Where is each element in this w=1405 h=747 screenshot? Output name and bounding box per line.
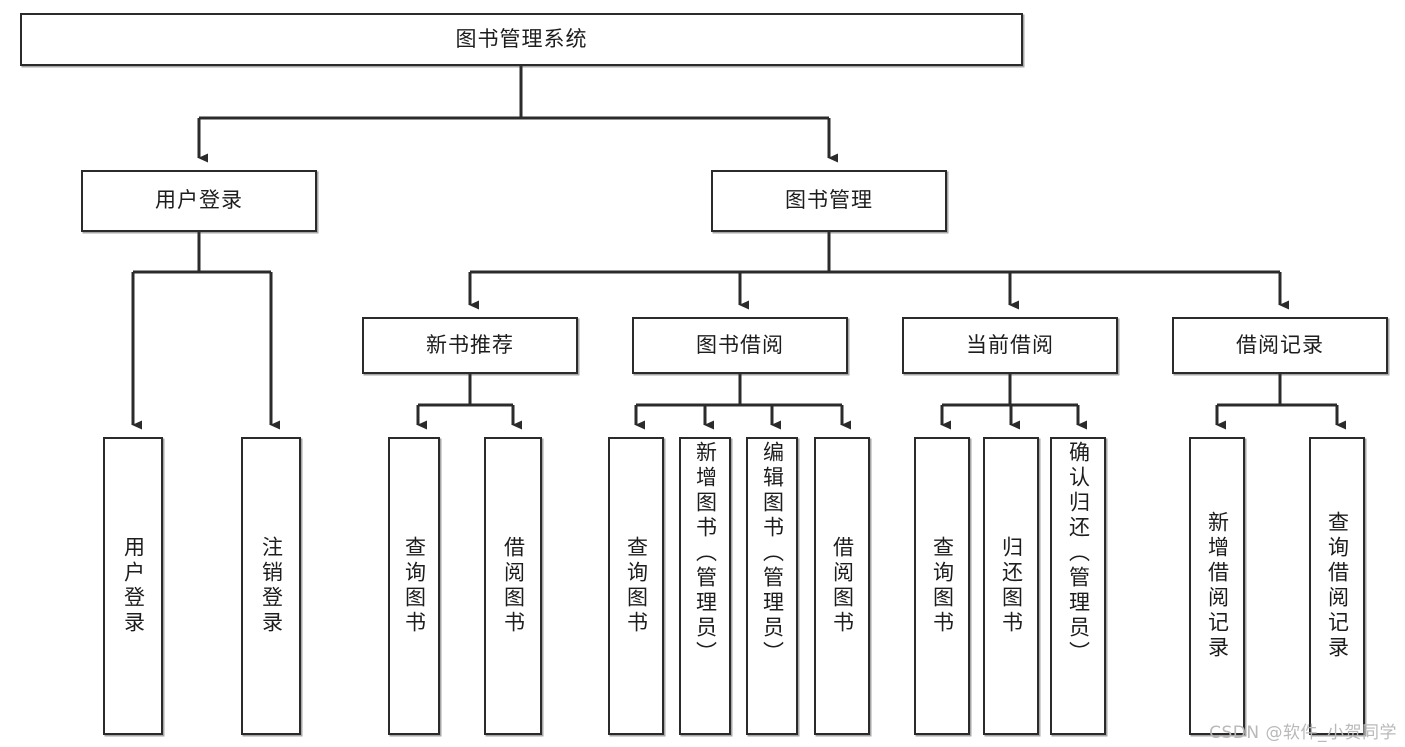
leaf-borrow-book-2[interactable]: 借阅图书: [814, 437, 870, 735]
node-current-borrow-label: 当前借阅: [966, 332, 1054, 357]
node-current-borrow[interactable]: 当前借阅: [902, 317, 1118, 374]
leaf-confirm-return-admin-label: 确认归还（管理员）: [1066, 441, 1091, 666]
leaf-query-book-1-label: 查询图书: [402, 536, 427, 636]
leaf-borrow-book-1-label: 借阅图书: [501, 536, 526, 636]
leaf-confirm-return-admin[interactable]: 确认归还（管理员）: [1050, 437, 1106, 735]
leaf-query-book-2-label: 查询图书: [624, 536, 649, 636]
leaf-add-borrow-record[interactable]: 新增借阅记录: [1189, 437, 1245, 735]
leaf-query-book-2[interactable]: 查询图书: [608, 437, 664, 735]
node-book-manage-label: 图书管理: [785, 188, 873, 213]
leaf-query-borrow-record[interactable]: 查询借阅记录: [1309, 437, 1365, 735]
node-borrow-record[interactable]: 借阅记录: [1172, 317, 1388, 374]
leaf-query-book-3-label: 查询图书: [930, 536, 955, 636]
node-user-login[interactable]: 用户登录: [81, 170, 317, 232]
node-book-borrow[interactable]: 图书借阅: [632, 317, 848, 374]
leaf-query-borrow-record-label: 查询借阅记录: [1325, 511, 1350, 661]
leaf-borrow-book-1[interactable]: 借阅图书: [484, 437, 542, 735]
node-new-book-rec[interactable]: 新书推荐: [362, 317, 578, 374]
leaf-user-login-label: 用户登录: [121, 536, 146, 636]
node-root[interactable]: 图书管理系统: [20, 13, 1023, 66]
leaf-edit-book-admin[interactable]: 编辑图书（管理员）: [746, 437, 798, 735]
node-book-manage[interactable]: 图书管理: [711, 170, 947, 232]
leaf-add-book-admin-label: 新增图书（管理员）: [693, 441, 718, 666]
node-new-book-rec-label: 新书推荐: [426, 332, 514, 357]
leaf-query-book-3[interactable]: 查询图书: [914, 437, 970, 735]
leaf-return-book-label: 归还图书: [999, 536, 1024, 636]
leaf-add-book-admin[interactable]: 新增图书（管理员）: [679, 437, 731, 735]
leaf-return-book[interactable]: 归还图书: [983, 437, 1039, 735]
node-user-login-label: 用户登录: [155, 188, 243, 213]
leaf-user-logout[interactable]: 注销登录: [241, 437, 301, 735]
leaf-add-borrow-record-label: 新增借阅记录: [1205, 511, 1230, 661]
leaf-user-login[interactable]: 用户登录: [103, 437, 163, 735]
leaf-borrow-book-2-label: 借阅图书: [830, 536, 855, 636]
leaf-edit-book-admin-label: 编辑图书（管理员）: [760, 441, 785, 666]
node-borrow-record-label: 借阅记录: [1236, 332, 1324, 357]
node-root-label: 图书管理系统: [455, 26, 588, 51]
leaf-user-logout-label: 注销登录: [259, 536, 284, 636]
node-book-borrow-label: 图书借阅: [696, 332, 784, 357]
leaf-query-book-1[interactable]: 查询图书: [388, 437, 440, 735]
